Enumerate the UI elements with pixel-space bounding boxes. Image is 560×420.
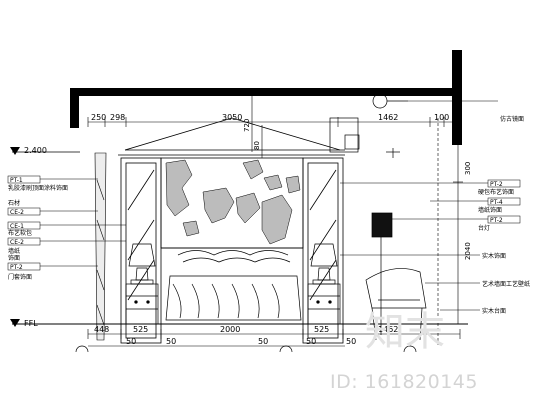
vert-dim-1: 720 [243,119,251,132]
right-note-2: 硬包布艺饰面 [478,188,514,196]
right-note-7: 实木台面 [482,307,506,315]
nightstand-right [307,243,341,325]
pediment [118,117,345,156]
left-material-tags [7,175,126,271]
right-tag-2: PT-4 [490,199,503,206]
top-dim-1: 250 [91,113,106,122]
bottom-dim-3: 2000 [220,325,240,334]
bottom-dim-2: 525 [133,325,148,334]
axis-bubbles [75,345,417,353]
fixture-callout-circle [372,93,388,109]
left-note-5: 饰面 [8,254,20,262]
bottom-dim-1: 448 [94,325,109,334]
left-note-3: 布艺软包 [8,229,32,237]
top-dim-4: 1462 [378,113,398,122]
right-note-4: 台灯 [478,224,490,232]
bottom-dimension-chain [87,329,461,347]
vert-dim-4: 2040 [464,242,472,260]
right-tag-3: PT-2 [490,217,503,224]
vert-dim-2: 80 [253,141,261,150]
armchair-and-lamp [365,212,427,341]
nightstand-left [125,243,159,325]
left-note-6: 门套饰面 [8,273,32,281]
left-note-1: 乳胶漆刷顶面涂料饰面 [8,184,68,192]
right-note-5: 实木饰面 [482,252,506,260]
right-tag-1: PT-2 [490,181,503,188]
bottom-subdim-1: 50 [126,337,136,346]
right-material-tags [340,100,521,311]
left-tag-4: CE-2 [10,239,24,246]
bottom-subdim-4: 50 [306,337,316,346]
vert-dim-3: 300 [464,162,472,175]
top-dimension-chain [87,117,455,127]
bottom-subdim-5: 50 [346,337,356,346]
bed [161,247,303,321]
bottom-subdim-3: 50 [258,337,268,346]
structure-walls [70,50,462,145]
ceiling-fixture [329,93,408,158]
right-note-3: 墙纸饰面 [478,206,502,214]
top-dim-2: 298 [110,113,125,122]
watermark-logo: 知末 [365,309,445,355]
bottom-subdim-2: 50 [166,337,176,346]
level-marker-floor: FFL [10,319,38,328]
right-note-1: 仿古镜面 [500,115,524,123]
floor-plant-left [94,152,107,341]
level-marker-ceiling: 2.400 [10,146,47,155]
top-dim-3: 3050 [222,113,242,122]
bottom-dim-5: 1462 [378,325,398,334]
left-note-4: 墙纸 [8,247,20,255]
left-tag-3: CE-1 [10,223,24,230]
top-dim-5: 100 [434,113,449,122]
left-note-2: 石材 [8,199,20,207]
vertical-dimension-lines [251,96,463,324]
left-tag-1: PT-1 [10,177,23,184]
bottom-dim-4: 525 [314,325,329,334]
left-tag-2: CE-2 [10,209,24,216]
watermark-id: ID: 161820145 [330,371,478,393]
floor-level-label: FFL [24,319,38,328]
left-tag-5: PT-2 [10,264,23,271]
ceiling-level-label: 2.400 [24,146,47,155]
art-panel [160,157,304,249]
right-note-6: 艺术墙面工艺壁纸 [482,280,530,288]
